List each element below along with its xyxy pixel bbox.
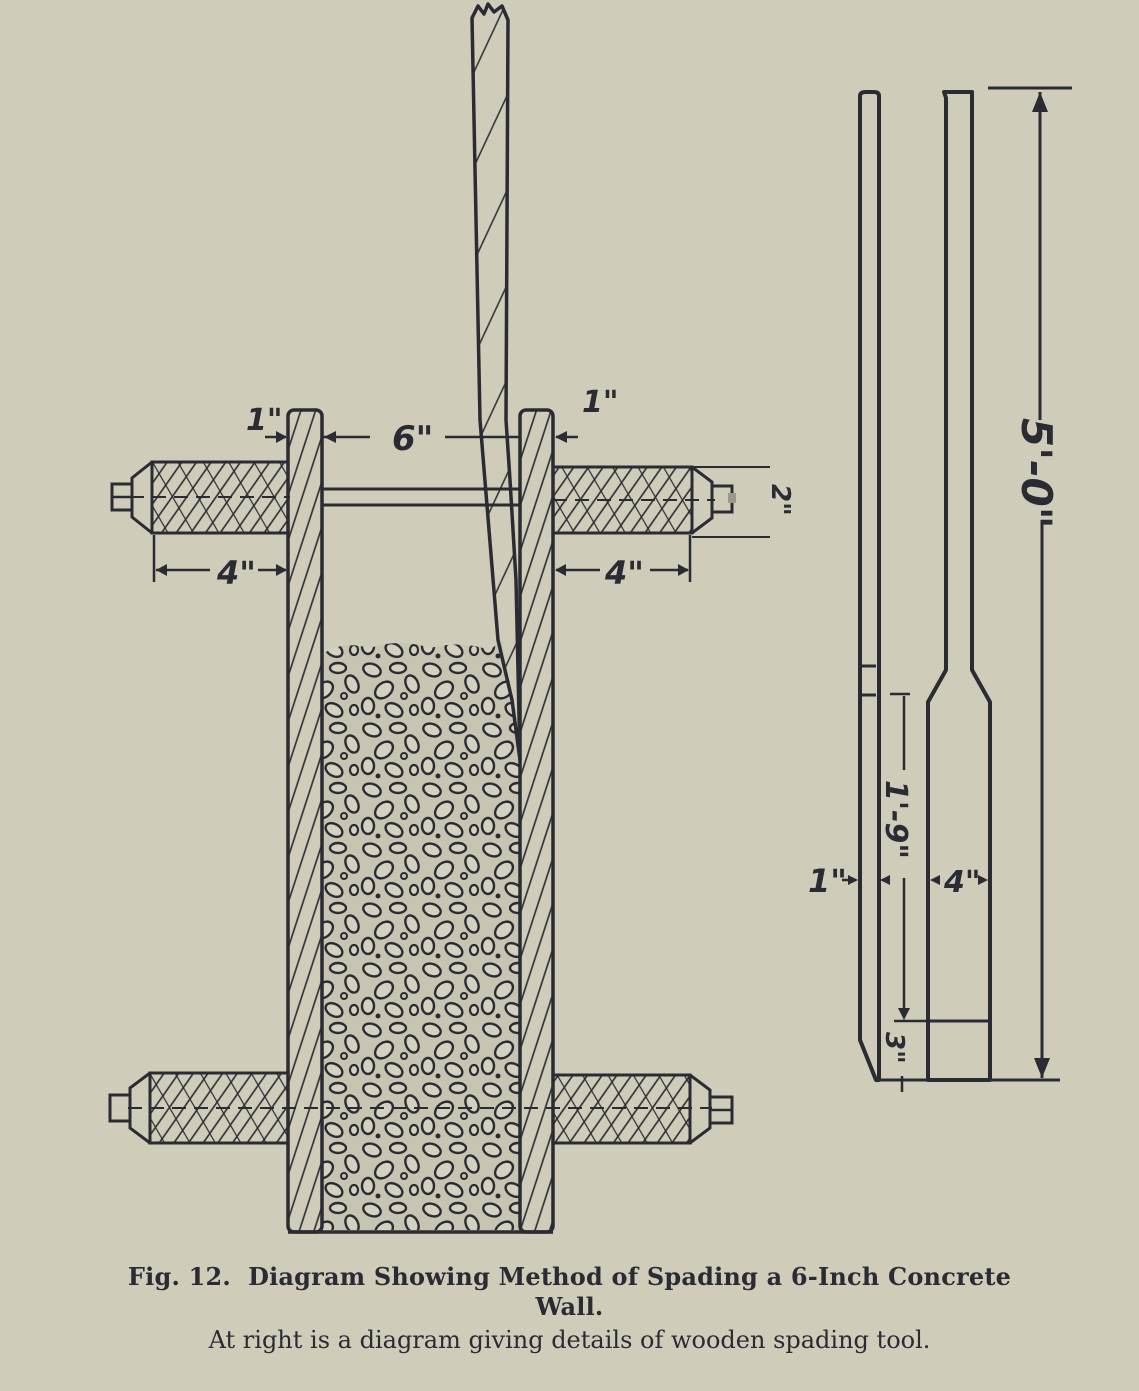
dimension-blade-thickness: 1" [808, 862, 890, 900]
caption-line-2: Wall. [535, 1292, 604, 1321]
dimension-blade-width: 4" [930, 865, 988, 900]
dimension-spreader-right: 4" [555, 535, 692, 592]
dim-label-1in-right: 1" [582, 385, 619, 420]
tool-side-view [858, 90, 1060, 1082]
dimension-total-length: 5'-0" [988, 86, 1072, 1078]
dimension-form-right: 1" [555, 385, 619, 443]
caption-line-1: Diagram Showing Method of Spading a 6-In… [248, 1262, 1012, 1291]
dim-label-4in-right: 4" [604, 554, 644, 592]
dim-label-5ft: 5'-0" [1012, 418, 1061, 529]
tool-front-view [926, 90, 992, 1082]
dimension-bevel-length: 3" [879, 1019, 930, 1092]
dim-label-1ft9in: 1'-9" [878, 780, 913, 859]
spading-tool-detail-diagram: 5'-0" 1'-9" 3" 1" 4" [808, 86, 1072, 1092]
dim-label-4in-tool: 4" [943, 865, 981, 900]
dim-label-3in: 3" [879, 1032, 909, 1064]
dimension-wall-thickness: 6" [322, 419, 520, 459]
caption-line-3: At right is a diagram giving details of … [208, 1326, 931, 1354]
dim-label-2in: 2" [765, 484, 795, 516]
dim-label-6in: 6" [392, 419, 433, 459]
dim-label-1in-left: 1" [246, 403, 283, 438]
figure-label: Fig. 12. [127, 1262, 231, 1291]
dimension-spreader-left: 4" [152, 535, 287, 592]
form-board-left [286, 408, 324, 1234]
figure-caption: Fig. 12. Diagram Showing Method of Spadi… [0, 1262, 1139, 1356]
dimension-spreader-height: 2" [692, 466, 795, 538]
dimension-form-left: 1" [246, 403, 287, 443]
spading-tool [470, 2, 522, 762]
form-board-right [518, 408, 555, 1234]
dim-label-1in-tool: 1" [808, 862, 847, 900]
dimension-blade-length: 1'-9" [878, 692, 913, 1020]
dim-label-4in-left: 4" [216, 554, 256, 592]
concrete-fill [322, 640, 520, 1230]
figure-drawing: 6" 1" 1" 4" 4" [108, 2, 1072, 1234]
wall-section-diagram: 6" 1" 1" 4" 4" [108, 2, 795, 1234]
caption-title: Fig. 12. Diagram Showing Method of Spadi… [0, 1262, 1139, 1322]
